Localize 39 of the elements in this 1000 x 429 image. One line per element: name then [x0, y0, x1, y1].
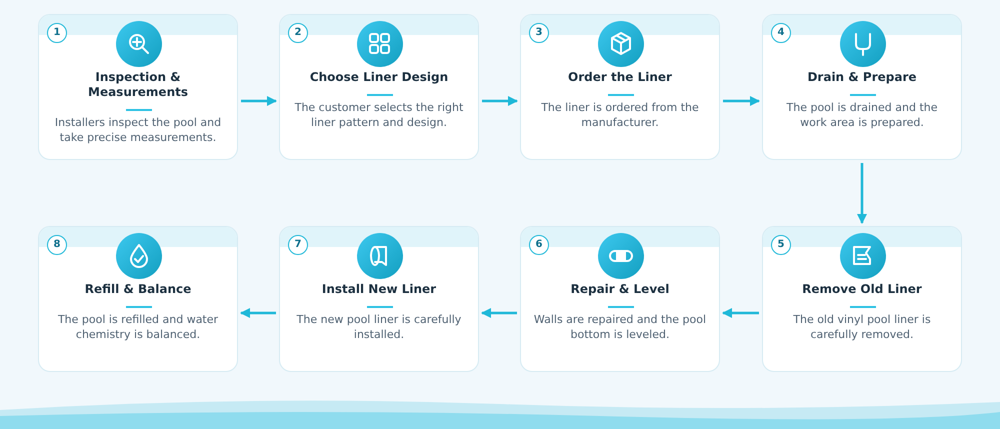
step-number: 8	[47, 235, 67, 255]
step-card	[762, 226, 962, 372]
arrow	[723, 96, 760, 106]
arrow	[722, 308, 759, 318]
step-title: Install New Liner	[320, 282, 438, 297]
step-card	[38, 14, 238, 160]
step-card	[38, 226, 238, 372]
step-number: 6	[529, 235, 549, 255]
step-title: Repair & Level	[570, 282, 670, 297]
arrow	[857, 163, 867, 224]
step-description: The liner is ordered from the manufacturer.	[540, 100, 700, 130]
step-card	[520, 14, 720, 160]
step-number: 7	[288, 235, 308, 255]
step-card	[520, 226, 720, 372]
step-title: Order the Liner	[567, 70, 673, 85]
step-description: The new pool liner is carefully installed.	[296, 312, 462, 342]
step-description: Walls are repaired and the pool bottom is leveled.	[532, 312, 708, 342]
step-number: 1	[47, 23, 67, 43]
step-card	[762, 14, 962, 160]
arrow	[482, 96, 518, 106]
step-description: The old vinyl pool liner is carefully removed.	[792, 312, 932, 342]
step-number: 2	[288, 23, 308, 43]
step-description: The pool is drained and the work area is prepared.	[786, 100, 938, 130]
step-description: Installers inspect the pool and take precise measurements.	[54, 115, 222, 145]
arrow	[481, 308, 517, 318]
step-title: Inspection & Measurements	[87, 70, 189, 100]
step-number: 5	[771, 235, 791, 255]
step-title: Choose Liner Design	[308, 70, 450, 85]
arrow	[241, 96, 277, 106]
step-card	[279, 14, 479, 160]
step-number: 3	[529, 23, 549, 43]
step-number: 4	[771, 23, 791, 43]
step-description: The pool is refilled and water chemistry is balanced.	[56, 312, 220, 342]
step-card	[279, 226, 479, 372]
step-title: Drain & Prepare	[806, 70, 918, 85]
arrow	[240, 308, 276, 318]
step-title: Refill & Balance	[84, 282, 192, 297]
step-description: The customer selects the right liner pattern and design.	[294, 100, 464, 130]
step-title: Remove Old Liner	[801, 282, 923, 297]
